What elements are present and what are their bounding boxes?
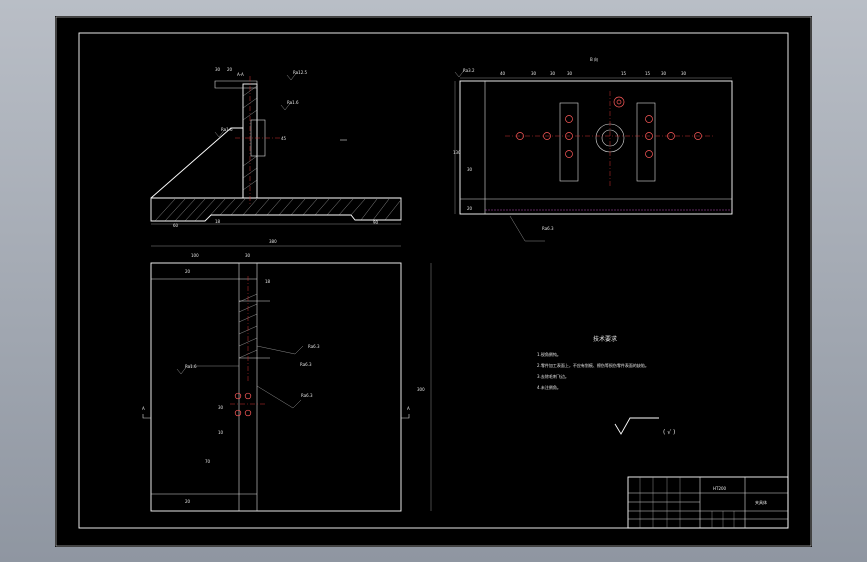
roughness-leader <box>256 385 302 409</box>
dim-label: 20 <box>185 499 191 504</box>
section-arrow <box>142 414 151 419</box>
section-arrow <box>401 414 410 419</box>
dim-label: 300 <box>417 387 425 392</box>
title-block: HT200 夹具体 <box>627 476 789 529</box>
slot-hole <box>565 115 573 123</box>
slot-right <box>636 102 656 182</box>
front-hole <box>234 409 242 417</box>
pin-hole <box>613 96 625 108</box>
roughness-symbol <box>286 71 298 81</box>
base-plate <box>150 197 402 222</box>
slot-hole <box>645 115 653 123</box>
dim-label: 30 <box>215 67 221 72</box>
roughness-label: Ra6.3 <box>308 344 320 349</box>
tech-requirements: 技术要求 1.锐角倒钝。 2.零件加工表面上，不应有划痕、擦伤等损伤零件表面的缺… <box>537 335 649 390</box>
dim-label: 30 <box>245 253 251 258</box>
section-view: A-A 30 <box>150 67 402 228</box>
roughness-label: Ra3.2 <box>463 68 475 73</box>
section-view-label: A-A <box>237 72 244 77</box>
tech-title: 技术要求 <box>593 335 617 343</box>
plate-outline <box>459 80 733 215</box>
title-block-frame <box>627 476 789 529</box>
roughness-label: Ra1.6 <box>221 127 233 132</box>
top-flange <box>214 80 258 89</box>
roughness-leader <box>176 365 239 375</box>
dim-label: 70 <box>205 459 211 464</box>
dim-label: 40 <box>500 71 506 76</box>
dim-label: 45 <box>281 136 287 141</box>
roughness-symbol <box>454 68 466 78</box>
dim-label: 30 <box>681 71 687 76</box>
part-name: 夹具体 <box>755 499 767 505</box>
surface-symbol: ( √ ) <box>663 429 675 436</box>
front-outline <box>150 262 402 512</box>
dim-label: 18 <box>265 279 271 284</box>
dim-label: 60 <box>173 223 179 228</box>
base-hatching <box>154 198 401 222</box>
pin-hole-inner <box>616 99 622 105</box>
dim-label: 30 <box>531 71 537 76</box>
front-wall <box>238 262 258 512</box>
slot-left <box>559 102 579 182</box>
tech-item: 2.零件加工表面上，不应有划痕、擦伤等损伤零件表面的缺陷。 <box>537 362 649 368</box>
tech-item: 3.去除毛刺飞边。 <box>537 373 569 379</box>
hole-row <box>516 115 702 158</box>
mounting-hole <box>694 132 702 140</box>
section-arrow-label: A <box>407 406 410 411</box>
front-view: 380 100 30 20 18 30 10 70 20 300 <box>142 239 432 512</box>
dim-label: 15 <box>645 71 651 76</box>
dim-label: 20 <box>227 67 233 72</box>
general-roughness-symbol <box>614 417 659 435</box>
dim-label: 10 <box>218 430 224 435</box>
front-hole <box>244 409 252 417</box>
tech-item: 4.未注倒角。 <box>537 384 561 390</box>
front-hole-group <box>234 392 252 417</box>
roughness-label: Ra6.3 <box>301 393 313 398</box>
drawing-sheet: A-A 30 <box>55 16 812 547</box>
tech-item: 1.锐角倒钝。 <box>537 351 561 357</box>
roughness-leader <box>256 345 304 355</box>
dim-label: 30 <box>218 405 224 410</box>
dim-label: 20 <box>185 269 191 274</box>
roughness-label: Ra1.6 <box>185 364 197 369</box>
outer-frame <box>55 16 812 547</box>
leader-line <box>509 215 545 242</box>
drawing-canvas: A-A 30 <box>55 16 812 547</box>
dim-label: 100 <box>191 253 199 258</box>
dim-label: 380 <box>269 239 277 244</box>
dim-label: 30 <box>661 71 667 76</box>
inner-frame <box>78 32 789 529</box>
roughness-symbol <box>214 128 226 138</box>
wall-hatching <box>242 85 258 191</box>
dim-label: 90 <box>373 220 379 225</box>
mounting-hole <box>543 132 551 140</box>
roughness-label: Ra6.3 <box>300 362 312 367</box>
roughness-label: Ra6.3 <box>542 226 554 231</box>
dim-label: 30 <box>567 71 573 76</box>
support-rib <box>150 127 244 199</box>
slot-hole <box>565 150 573 158</box>
roughness-label: Ra12.5 <box>293 70 308 75</box>
roughness-symbol <box>280 101 292 111</box>
section-arrow-label: A <box>142 406 145 411</box>
front-hole <box>244 392 252 400</box>
material-label: HT200 <box>713 486 727 491</box>
roughness-label: Ra1.6 <box>287 100 299 105</box>
top-view: B 向 Ra3.2 40 30 <box>453 56 733 242</box>
dim-label: 30 <box>550 71 556 76</box>
slot-hole <box>645 150 653 158</box>
dim-label: 15 <box>621 71 627 76</box>
front-hole <box>234 392 242 400</box>
top-view-label: B 向 <box>590 56 598 62</box>
dim-label: 130 <box>453 150 461 155</box>
dim-label: 18 <box>215 219 221 224</box>
dim-label: 20 <box>467 206 473 211</box>
dim-label: 30 <box>467 167 473 172</box>
